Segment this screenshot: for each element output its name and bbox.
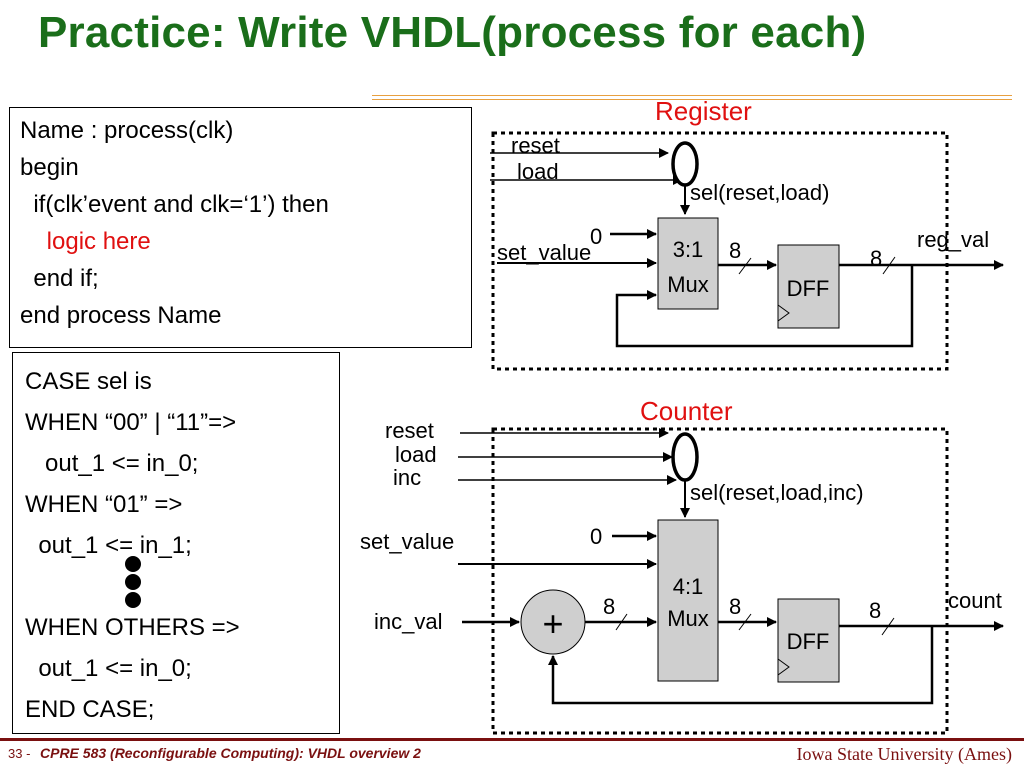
ellipsis-dot — [125, 574, 141, 590]
ellipsis-dots — [125, 556, 145, 610]
counter-title: Counter — [640, 396, 733, 426]
register-feedback-line — [615, 265, 914, 348]
register-mux-label-bottom: Mux — [667, 272, 709, 297]
register-load-label: load — [517, 159, 559, 184]
case-template-box: CASE sel is WHEN “00” | “11”=> out_1 <= … — [12, 352, 340, 734]
counter-diagram: Counter reset load inc sel(reset,load,in… — [360, 396, 1004, 735]
code-line: out_1 <= in_0; — [25, 655, 192, 682]
ellipsis-dot — [125, 592, 141, 608]
code-line: end if; — [33, 265, 99, 292]
counter-width-1: 8 — [729, 594, 741, 619]
page-number: 33 - — [8, 746, 31, 761]
counter-zero-label: 0 — [590, 524, 602, 549]
counter-set-value-label: set_value — [360, 529, 454, 554]
counter-width-2: 8 — [869, 598, 881, 623]
counter-mux-label-top: 4:1 — [673, 574, 704, 599]
counter-mux-label-bottom: Mux — [667, 606, 709, 631]
process-template-box: Name : process(clk) begin if(clk’event a… — [9, 107, 472, 348]
register-mux-label-top: 3:1 — [673, 237, 704, 262]
counter-inc-val-label: inc_val — [374, 609, 442, 634]
footer-divider — [0, 738, 1024, 741]
register-clock-triangle — [777, 304, 790, 322]
counter-reset-label: reset — [385, 418, 434, 443]
code-line: WHEN “00” | “11”=> — [25, 409, 237, 436]
register-title: Register — [655, 96, 752, 126]
counter-inc-label: inc — [393, 465, 421, 490]
register-sel-label: sel(reset,load) — [690, 180, 829, 205]
code-line: WHEN “01” => — [25, 491, 183, 518]
counter-boundary — [491, 427, 949, 735]
register-diagram: Register reset load sel(reset,load) 0 se… — [490, 96, 1004, 371]
counter-load-label: load — [395, 442, 437, 467]
counter-feedback-line — [548, 626, 934, 705]
register-width-2: 8 — [870, 246, 882, 271]
counter-select-logic — [671, 432, 699, 482]
register-bus-slash — [882, 256, 896, 275]
counter-bus-slash — [881, 617, 895, 636]
code-line: end process Name — [20, 302, 222, 329]
counter-adder-symbol: + — [542, 603, 563, 644]
footer — [0, 741, 1024, 768]
slide-title: Practice: Write VHDL(process for each) — [38, 8, 867, 57]
register-mux — [657, 217, 719, 310]
register-width-1: 8 — [729, 238, 741, 263]
counter-clock-triangle — [777, 658, 790, 676]
counter-bus-slash — [615, 613, 628, 631]
counter-dff-label: DFF — [787, 629, 830, 654]
register-set-value-label: set_value — [497, 240, 591, 265]
ellipsis-dot — [125, 556, 141, 572]
code-line: CASE sel is — [25, 368, 152, 395]
register-select-logic — [671, 141, 699, 187]
register-bus-slash — [738, 257, 752, 275]
code-line: WHEN OTHERS => — [25, 614, 240, 641]
code-line: out_1 <= in_0; — [25, 450, 199, 477]
counter-mux — [657, 519, 719, 682]
counter-sel-label: sel(reset,load,inc) — [690, 480, 864, 505]
code-line: Name : process(clk) — [20, 117, 234, 144]
code-line: begin — [20, 154, 79, 181]
university-name: Iowa State University (Ames) — [796, 744, 1012, 764]
code-line: if(clk’event and clk=‘1’) then — [33, 191, 329, 218]
register-output-label: reg_val — [917, 227, 989, 252]
title-divider — [372, 95, 1012, 100]
register-zero-label: 0 — [590, 224, 602, 249]
register-reset-label: reset — [511, 133, 560, 158]
register-boundary — [491, 131, 949, 371]
register-dff-label: DFF — [787, 276, 830, 301]
code-line-logic-here: logic here — [46, 228, 151, 255]
course-title: CPRE 583 (Reconfigurable Computing): VHD… — [40, 745, 421, 761]
counter-bus-slash — [738, 613, 752, 631]
code-line: out_1 <= in_1; — [25, 532, 192, 559]
counter-output-label: count — [948, 588, 1002, 613]
counter-width-add: 8 — [603, 594, 615, 619]
code-line: END CASE; — [25, 696, 155, 723]
